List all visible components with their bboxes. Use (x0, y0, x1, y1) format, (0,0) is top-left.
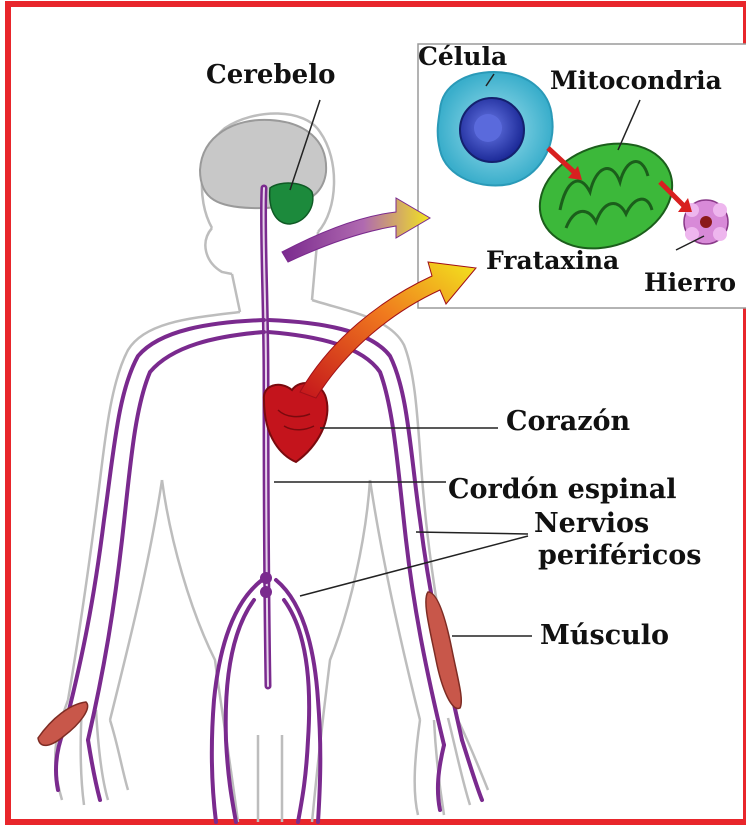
iron-atom (684, 200, 728, 244)
label-corazon: Corazón (506, 408, 630, 435)
label-cerebelo: Cerebelo (206, 62, 335, 88)
label-celula: Célula (418, 44, 507, 69)
label-nervios: Nervios (534, 510, 649, 537)
label-frataxina: Frataxina (486, 248, 619, 273)
label-cordon-espinal: Cordón espinal (448, 476, 677, 503)
label-hierro: Hierro (644, 270, 736, 295)
label-perifericos: periféricos (538, 542, 701, 569)
label-musculo: Músculo (540, 622, 669, 649)
cerebellum (270, 183, 313, 224)
cell (438, 72, 553, 186)
arrow-heart-to-inset (300, 262, 476, 398)
label-mitocondria: Mitocondria (550, 68, 722, 93)
